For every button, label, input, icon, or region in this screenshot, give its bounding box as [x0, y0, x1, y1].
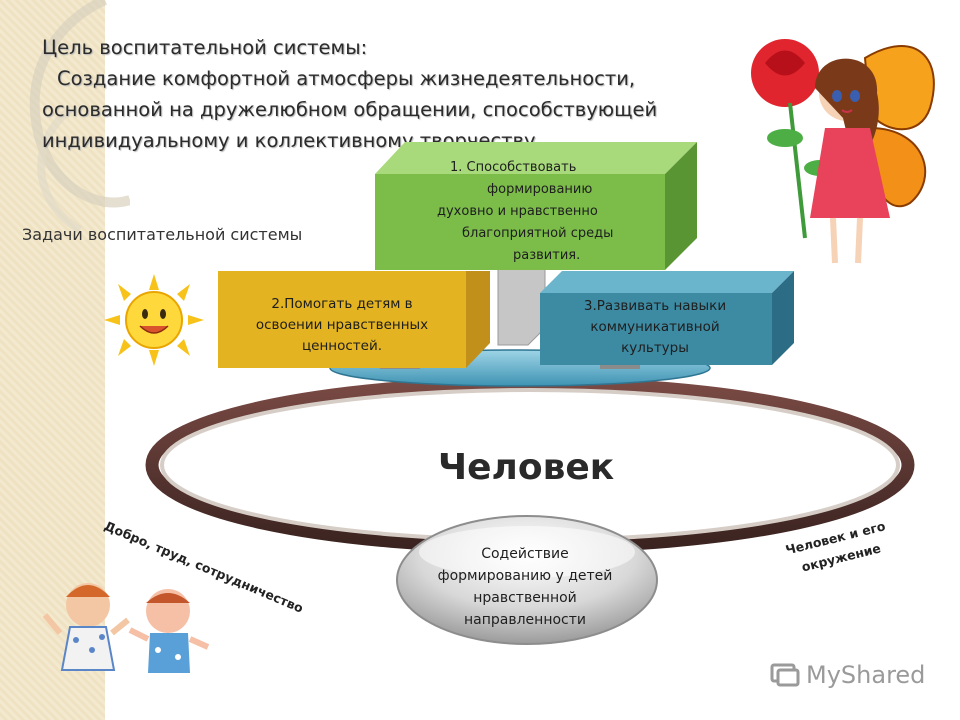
task-1-line-2: формированию [487, 182, 593, 197]
children-illustration [42, 583, 210, 673]
task-box-1-shape [375, 142, 697, 270]
task-box-3: 3.Развивать навыки коммуникативной культ… [540, 271, 794, 365]
task-2-line-2: освоении нравственных [255, 317, 429, 333]
task-3-line-3: культуры [621, 340, 689, 356]
task-2-line-1: 2.Помогать детям в [271, 296, 413, 312]
task-3-text: 3.Развивать навыки коммуникативной культ… [540, 296, 770, 359]
oval-line-1: Содействие [481, 546, 569, 562]
tasks-label: Задачи воспитательной системы [22, 225, 303, 244]
task-3-line-1: 3.Развивать навыки [583, 298, 727, 314]
oval-line-3: нравственной [473, 590, 577, 606]
oval-text: Содействие формированию у детей нравстве… [405, 543, 645, 631]
task-box-1: 1. Способствовать формированию духовно и… [375, 142, 697, 270]
decorative-curves [29, 0, 130, 234]
task-1-line-4: благоприятной среды [462, 226, 614, 241]
oval-line-4: направленности [464, 612, 586, 628]
task-2-line-3: ценностей. [301, 338, 383, 354]
task-box-2-shape [218, 271, 490, 368]
slide-title: Цель воспитательной системы: Создание ко… [42, 32, 742, 156]
task-1-line-1: 1. Способствовать [450, 160, 577, 175]
title-line-3: основанной на дружелюбном обращении, спо… [42, 98, 658, 121]
fairy-illustration [751, 39, 935, 264]
center-word: Человек [438, 447, 615, 488]
watermark-text: MyShared [806, 661, 926, 689]
task-2-text: 2.Помогать детям в освоении нравственных… [218, 294, 466, 357]
task-box-2: 2.Помогать детям в освоении нравственных… [218, 271, 490, 368]
watermark: MyShared [770, 660, 925, 690]
myshared-logo-icon [770, 663, 800, 687]
title-line-goal: Цель воспитательной системы: [42, 36, 368, 59]
task-1-line-5: развития. [513, 248, 581, 263]
oval-line-2: формированию у детей [437, 568, 613, 584]
task-3-line-2: коммуникативной [590, 319, 720, 335]
sun-icon [104, 274, 204, 366]
task-box-3-shape [540, 271, 794, 365]
title-line-2: Создание комфортной атмосферы жизнедеяте… [57, 67, 636, 90]
task-1-line-3: духовно и нравственно [437, 204, 598, 219]
